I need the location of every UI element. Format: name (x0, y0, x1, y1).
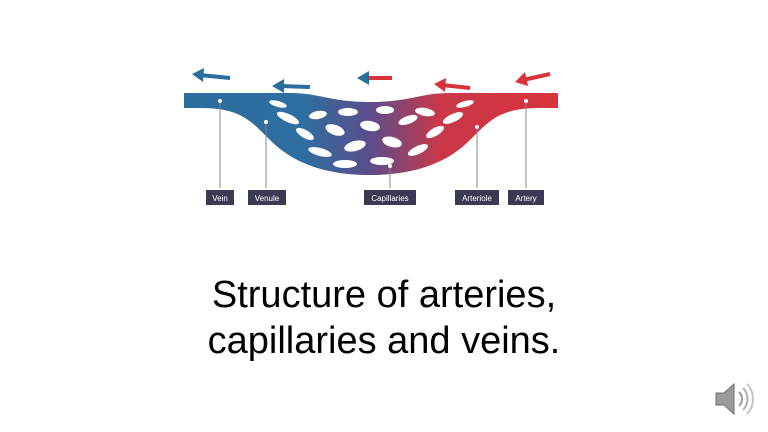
label-vein: Vein (206, 190, 234, 205)
label-arteriole-text: Arteriole (462, 194, 492, 203)
label-capillaries-text: Capillaries (371, 194, 408, 203)
label-arteriole: Arteriole (455, 190, 499, 205)
slide-title-line2: capillaries and veins. (207, 320, 561, 362)
slide-title: Structure of arteries, capillaries and v… (84, 272, 684, 364)
label-artery: Artery (508, 190, 544, 205)
label-venule-text: Venule (255, 194, 280, 203)
capillary-bed (184, 93, 558, 175)
flow-arrows (192, 68, 551, 93)
slide-title-line1: Structure of arteries, (211, 274, 557, 316)
label-artery-text: Artery (515, 194, 536, 203)
label-capillaries: Capillaries (364, 190, 416, 205)
label-vein-text: Vein (212, 194, 228, 203)
arrow-left-icon (192, 68, 231, 82)
arrow-left-icon (272, 79, 311, 93)
blood-vessel-diagram: Vein Venule Capillaries Arteriole Artery (184, 68, 558, 205)
arrow-left-icon (357, 71, 392, 85)
arrow-left-icon (434, 78, 471, 92)
label-venule: Venule (248, 190, 286, 205)
arrow-left-icon (515, 72, 551, 86)
leader-lines (219, 101, 527, 188)
speaker-icon[interactable] (712, 378, 754, 420)
